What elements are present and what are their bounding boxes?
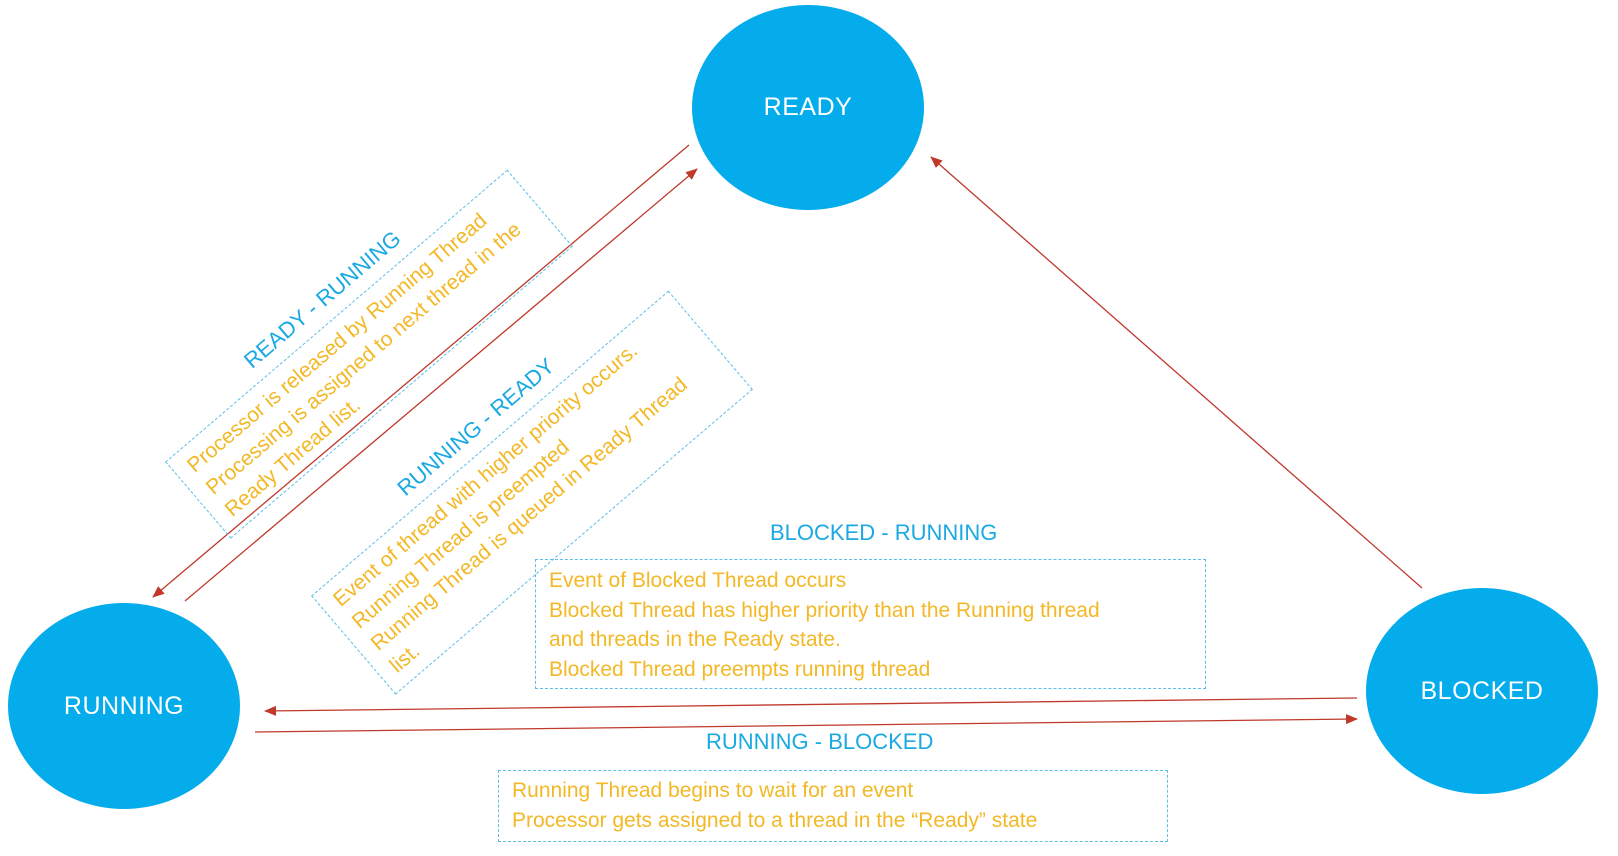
annotation-running-blocked-title: RUNNING - BLOCKED (706, 729, 934, 754)
annotation-line: Blocked Thread preempts running thread (549, 657, 931, 681)
state-running: RUNNING (8, 603, 240, 809)
arrow-blocked-to-ready (930, 156, 1423, 589)
state-ready-label: READY (763, 93, 853, 121)
arrow-blocked-to-running (264, 697, 1358, 716)
state-blocked-label: BLOCKED (1420, 676, 1544, 705)
annotation-line: and threads in the Ready state. (549, 628, 841, 651)
annotation-line: Running Thread begins to wait for an eve… (512, 779, 914, 802)
annotation-running-blocked-box: Running Thread begins to wait for an eve… (498, 770, 1168, 842)
state-blocked: BLOCKED (1366, 588, 1598, 794)
annotation-line: Processor gets assigned to a thread in t… (512, 808, 1038, 832)
state-running-label: RUNNING (63, 691, 185, 720)
annotation-blocked-running-title: BLOCKED - RUNNING (770, 520, 998, 545)
annotation-line: Blocked Thread has higher priority than … (549, 598, 1100, 622)
annotation-line: Event of Blocked Thread occurs (549, 569, 847, 592)
state-ready: READY (692, 5, 924, 210)
annotation-blocked-running-box: Event of Blocked Thread occurs Blocked T… (535, 559, 1206, 689)
